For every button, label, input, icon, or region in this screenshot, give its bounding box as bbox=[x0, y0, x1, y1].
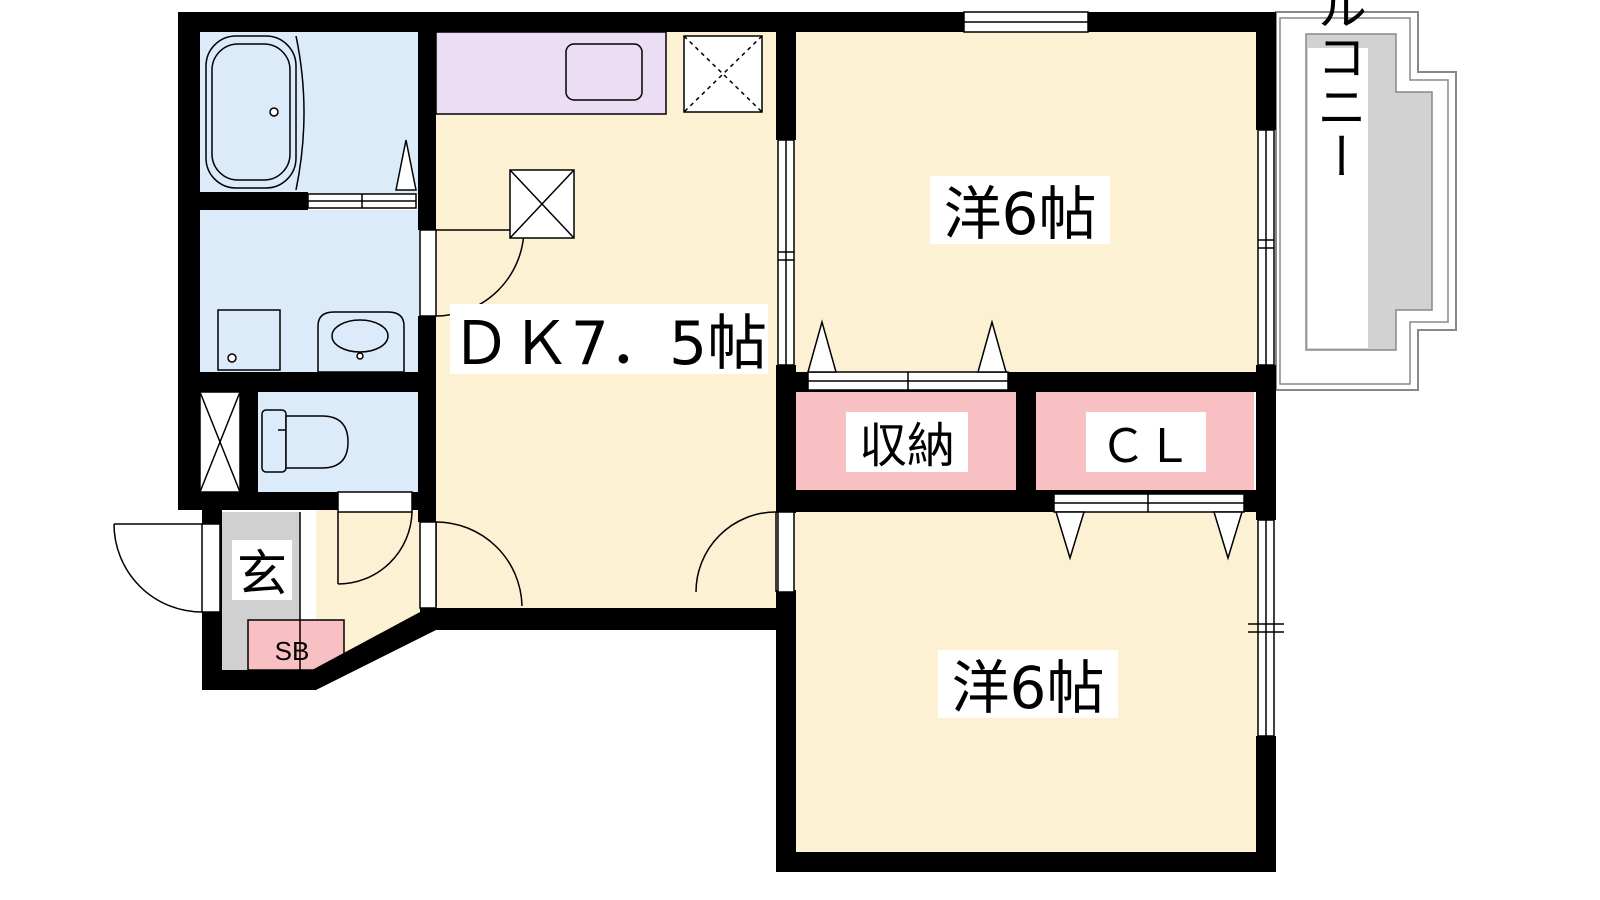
wall-top-right bbox=[1088, 12, 1276, 32]
wall-wash-toilet bbox=[200, 372, 436, 392]
western-top-label: 洋6帖 bbox=[944, 180, 1097, 248]
storage-label-bg bbox=[846, 412, 968, 472]
wall-left bbox=[178, 12, 200, 510]
fixtures bbox=[199, 35, 763, 676]
sliding-doors bbox=[807, 319, 1245, 561]
doors bbox=[113, 193, 795, 613]
wall-right-mid bbox=[1256, 365, 1276, 520]
storage-label: 収納 bbox=[859, 418, 955, 474]
wall-right-upper bbox=[1256, 12, 1276, 130]
wall-western-bottom-left bbox=[776, 590, 796, 870]
balcony-label: バルコニー bbox=[1309, 0, 1367, 181]
storage-door-marker-left bbox=[807, 319, 837, 373]
door-dk-arc bbox=[435, 521, 523, 607]
windows bbox=[777, 11, 1284, 737]
room-labels: ＤＫ7．5帖 洋6帖 洋6帖 収納 ＣＬ 玄 SB バルコニー bbox=[232, 0, 1368, 722]
wall-wet-column bbox=[418, 12, 436, 230]
door-entrance-arc bbox=[113, 523, 203, 613]
closet-door-marker-right bbox=[1212, 511, 1244, 561]
entrance-label: 玄 bbox=[237, 545, 287, 603]
door-western-bottom-arc bbox=[695, 511, 777, 593]
storage-door-marker-right bbox=[977, 319, 1007, 373]
wall-wet-column-lower bbox=[418, 316, 436, 512]
western-bottom-label-bg bbox=[938, 650, 1118, 718]
wall-storage-divider bbox=[1016, 372, 1036, 512]
wall-hall-right bbox=[418, 512, 436, 522]
shoe-box-label: SB bbox=[275, 636, 310, 666]
wall-dk-right-mid bbox=[776, 365, 796, 513]
toilet-icon bbox=[285, 415, 349, 469]
dk-label-bg bbox=[450, 304, 768, 374]
dk-label: ＤＫ7．5帖 bbox=[451, 309, 767, 379]
wall-dk-right-top bbox=[776, 30, 796, 140]
washing-machine-icon bbox=[217, 309, 281, 371]
western-bottom-label: 洋6帖 bbox=[952, 654, 1105, 722]
wall-dk-bottom bbox=[420, 608, 794, 630]
entrance-label-bg bbox=[232, 540, 292, 600]
balcony-label-bg bbox=[1308, 48, 1368, 348]
closet-label-bg bbox=[1086, 412, 1206, 472]
wash-basin-icon bbox=[317, 311, 405, 373]
wall-western-bottom-right bbox=[1256, 736, 1276, 872]
wall-western-bottom-floor bbox=[776, 852, 1276, 872]
wall-toilet-left bbox=[240, 392, 258, 492]
wall-bath-wash bbox=[200, 192, 308, 210]
wall-top-left bbox=[178, 12, 964, 32]
bath-door-marker bbox=[395, 139, 417, 191]
wall-entrance-bottom bbox=[202, 612, 436, 690]
toilet-tank bbox=[261, 409, 287, 473]
door-toilet-arc bbox=[337, 511, 413, 585]
hall-floor bbox=[316, 510, 436, 690]
balcony-inner-outline bbox=[1279, 17, 1449, 385]
western-top-label-bg bbox=[930, 176, 1110, 244]
closet-door-marker-left bbox=[1054, 511, 1086, 561]
closet-label: ＣＬ bbox=[1100, 419, 1192, 473]
bathtub-icon bbox=[205, 35, 297, 189]
kitchen-sink-icon bbox=[565, 43, 643, 101]
